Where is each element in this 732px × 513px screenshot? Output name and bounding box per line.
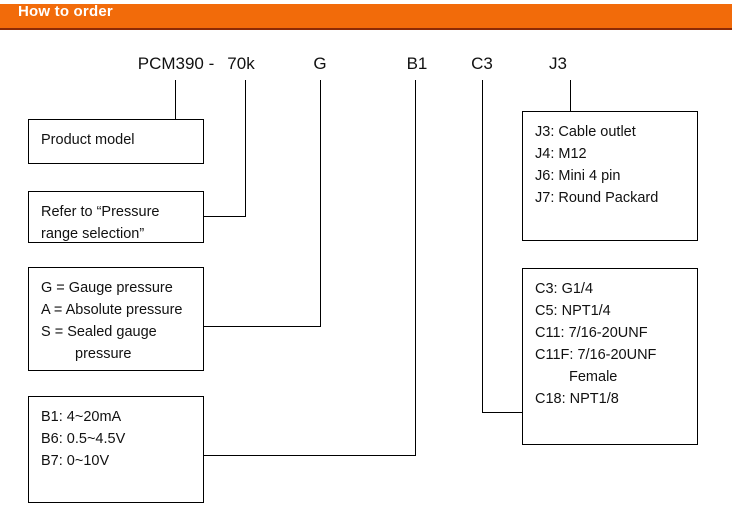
leader-line-thread-vertical [482, 80, 483, 412]
leader-line-output-vertical [415, 80, 416, 455]
header-bar [0, 4, 732, 30]
leader-line-model [175, 80, 176, 119]
leader-line-range-vertical [245, 80, 246, 216]
box-connector-text: J3: Cable outlet J4: M12 J6: Mini 4 pin … [535, 124, 659, 206]
box-pressure-type-text: G = Gauge pressure A = Absolute pressure… [41, 280, 183, 362]
box-thread-text: C3: G1/4 C5: NPT1/4 C11: 7/16-20UNF C11F… [535, 281, 657, 407]
code-segment-connector: J3 [549, 54, 567, 73]
box-connector: J3: Cable outlet J4: M12 J6: Mini 4 pin … [522, 111, 698, 241]
code-segment-thread: C3 [471, 54, 493, 73]
leader-line-thread-horizontal [482, 412, 523, 413]
box-thread: C3: G1/4 C5: NPT1/4 C11: 7/16-20UNF C11F… [522, 268, 698, 445]
code-segment-range: 70k [227, 54, 255, 73]
box-pressure-range-text: Refer to “Pressure range selection” [41, 204, 160, 242]
leader-line-range-horizontal [204, 216, 246, 217]
code-segment-output: B1 [406, 54, 428, 73]
box-output-signal: B1: 4~20mA B6: 0.5~4.5V B7: 0~10V [28, 396, 204, 503]
box-output-signal-text: B1: 4~20mA B6: 0.5~4.5V B7: 0~10V [41, 409, 126, 469]
leader-line-output-horizontal [204, 455, 416, 456]
leader-line-type-vertical [320, 80, 321, 326]
leader-line-type-horizontal [204, 326, 321, 327]
page-title: How to order [18, 3, 113, 20]
box-pressure-range: Refer to “Pressure range selection” [28, 191, 204, 243]
box-pressure-type: G = Gauge pressure A = Absolute pressure… [28, 267, 204, 371]
box-product-model: Product model [28, 119, 204, 164]
code-segment-type: G [313, 54, 327, 73]
code-segment-model: PCM390 - [137, 54, 215, 73]
leader-line-connector [570, 80, 571, 111]
box-product-model-text: Product model [41, 132, 135, 148]
